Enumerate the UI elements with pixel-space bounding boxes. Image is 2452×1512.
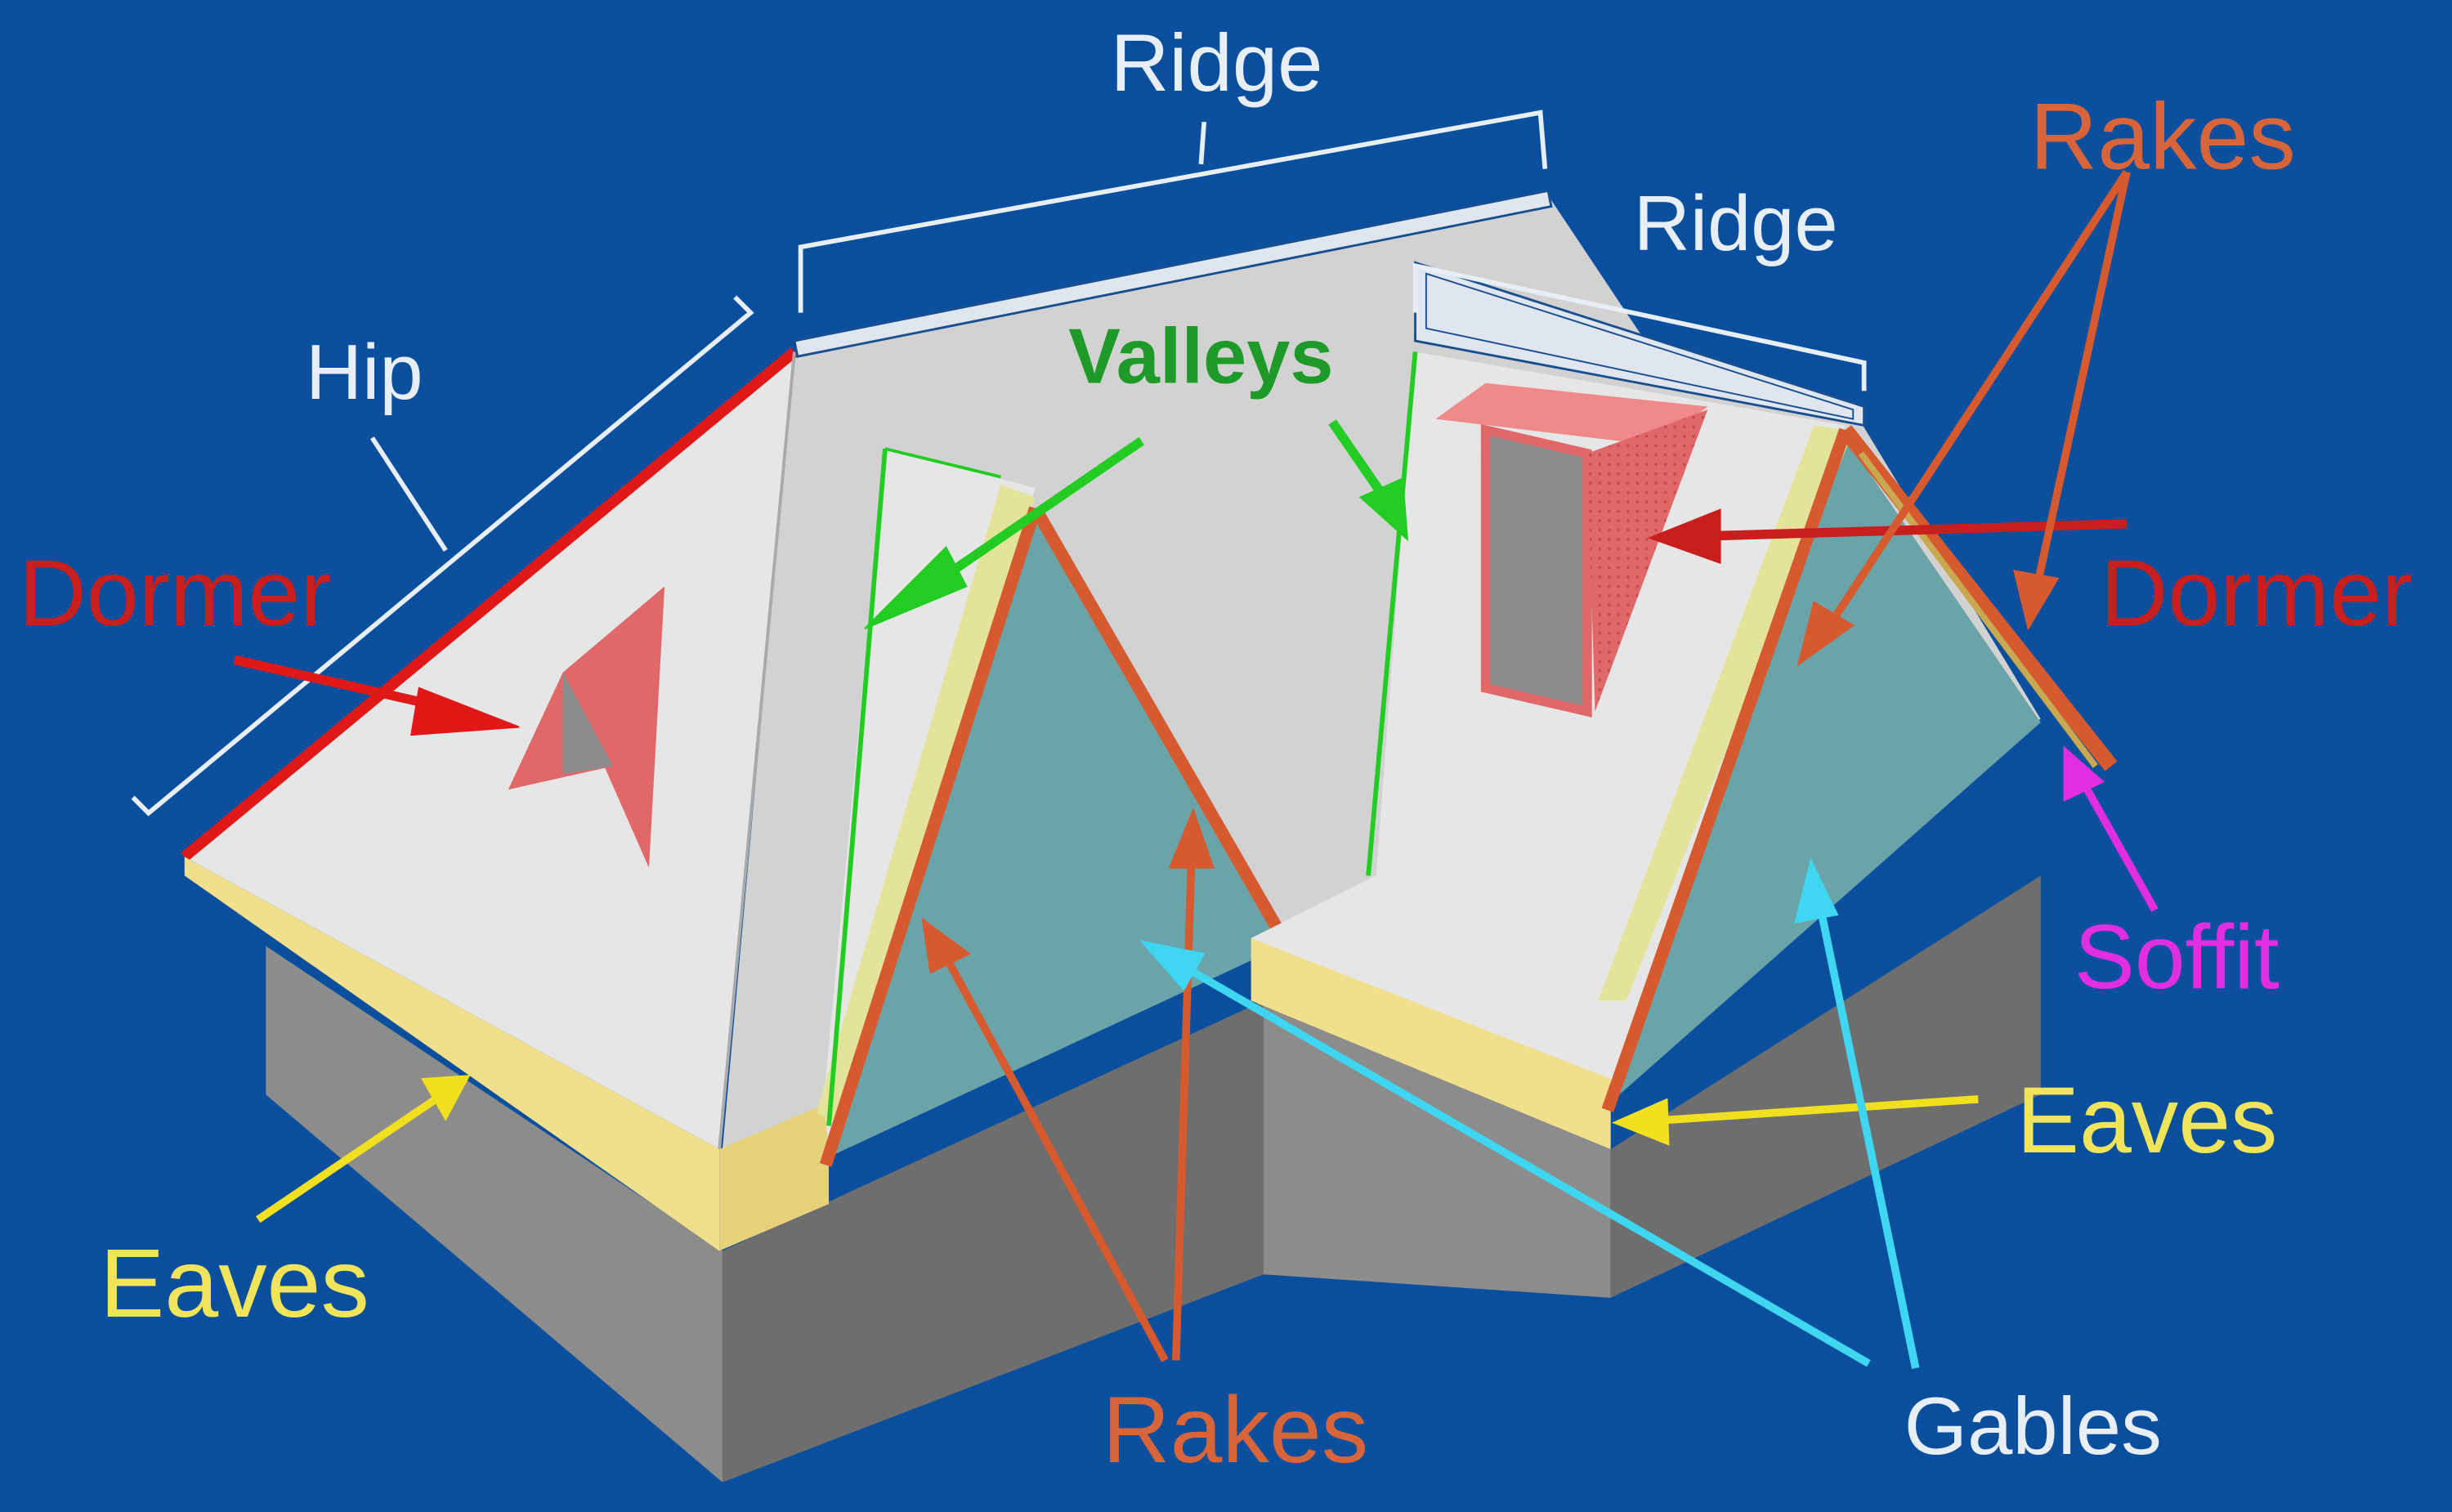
- eaves-left-arrow-line: [256, 1091, 445, 1223]
- right-dormer: [1435, 382, 1708, 718]
- dormer-right-arrowhead: [1647, 508, 1721, 565]
- dormer-right-label: Dormer: [2101, 541, 2414, 646]
- right-dormer-top: [1435, 382, 1708, 446]
- left-wall: [266, 946, 723, 1483]
- soffit-arrow-line: [2079, 780, 2159, 912]
- rakes-top-arrow-b: [2032, 171, 2131, 593]
- rakes-bottom-arrowhead-a: [921, 917, 972, 974]
- gables-arrow-b: [1814, 898, 1920, 1369]
- right-ridge-cap-inner: [1425, 272, 1855, 420]
- left-eave-band: [184, 857, 720, 1251]
- right-wing-side-wall: [1610, 875, 2041, 1298]
- rakes-top-arrowhead-a: [1796, 601, 1855, 667]
- right-dormer-side: [1586, 409, 1708, 712]
- eaves-left-arrow: [256, 1075, 471, 1223]
- hip-label: Hip: [306, 329, 423, 416]
- eaves-right-arrow-line: [1649, 1095, 1979, 1125]
- hip-ridge-edge: [718, 351, 796, 1150]
- eaves-left-label: Eaves: [100, 1230, 369, 1338]
- eaves-right-arrowhead: [1612, 1098, 1670, 1146]
- valleys-arrows: [864, 419, 1409, 629]
- right-rake-front: [1601, 427, 1851, 1112]
- right-wing-eave-band: [1251, 937, 1611, 1150]
- soffit-arrowhead: [2063, 745, 2105, 803]
- rakes-top-arrows: [1796, 169, 2131, 667]
- dormer-left-arrowhead: [410, 687, 520, 736]
- valleys-arrowhead-right: [1358, 476, 1409, 542]
- left-dormer-shadow: [562, 672, 613, 775]
- hip-roof-face: [184, 351, 794, 1150]
- left-valley-line: [826, 448, 888, 1126]
- right-rake-back: [1839, 425, 2118, 772]
- soffit-arrow: [2063, 745, 2159, 912]
- gables-arrowhead-b: [1794, 857, 1839, 924]
- dormer-left-arrow: [233, 655, 520, 736]
- rakes-bottom-arrow-a: [942, 955, 1169, 1362]
- gables-arrows: [1139, 857, 1920, 1369]
- left-dormer-gable: [829, 516, 1282, 1157]
- left-dormer-rake-right: [1029, 504, 1296, 955]
- rakes-bottom-label: Rakes: [1103, 1378, 1368, 1483]
- gables-arrow-a: [1179, 961, 1871, 1367]
- left-dormer-roof-strip: [816, 485, 1036, 1126]
- right-wing-gable-strip: [1598, 425, 1854, 1001]
- valleys-arrowhead-left: [864, 545, 968, 629]
- gables-arrowhead-a: [1139, 940, 1206, 991]
- dormer-right-arrow-line: [1696, 519, 2128, 541]
- rakes-bottom-arrows: [921, 807, 1215, 1362]
- dormer-right-arrow: [1647, 508, 2128, 565]
- rakes-top-arrowhead-b: [2013, 570, 2060, 631]
- left-dormer-rake-left: [819, 506, 1041, 1167]
- right-dormer-front: [1480, 423, 1592, 718]
- rakes-top-label: Rakes: [2029, 85, 2295, 190]
- right-ridge-bracket: [1412, 262, 1867, 391]
- rakes-bottom-arrowhead-b: [1168, 807, 1215, 869]
- hip-line: [181, 347, 799, 861]
- left-dormer-face: [562, 586, 665, 868]
- hip-bracket-pointer: [369, 436, 448, 552]
- right-wing-front-wall: [1263, 1000, 1611, 1298]
- gables-label: Gables: [1904, 1381, 2162, 1472]
- valleys-label: Valleys: [1068, 313, 1333, 400]
- main-ridge-cap: [793, 189, 1553, 358]
- left-dormer: [508, 586, 665, 868]
- soffit-label: Soffit: [2074, 906, 2280, 1008]
- hip-bracket: [131, 295, 754, 816]
- soffit-strip: [1858, 451, 2098, 768]
- main-ridge-bracket-pointer: [1198, 122, 1207, 165]
- left-valley-line-top: [884, 447, 1001, 479]
- dormer-left-label: Dormer: [19, 541, 332, 646]
- eaves-right-arrow: [1612, 1095, 1979, 1146]
- ridge-right-label: Ridge: [1634, 180, 1838, 267]
- right-valley-line: [1366, 351, 1418, 876]
- main-ridge-bracket: [798, 110, 1548, 313]
- front-wall: [722, 1000, 1264, 1483]
- eaves-left-arrowhead: [420, 1075, 471, 1121]
- rakes-top-arrow-a: [1826, 169, 2131, 628]
- ridge-main-label: Ridge: [1111, 18, 1323, 109]
- rakes-bottom-arrow-b: [1171, 852, 1196, 1361]
- right-ridge-cap: [1414, 261, 1866, 427]
- eaves-right-label: Eaves: [2016, 1068, 2277, 1173]
- right-wing-gable: [1610, 437, 2041, 1103]
- left-eave-corner: [719, 1102, 830, 1251]
